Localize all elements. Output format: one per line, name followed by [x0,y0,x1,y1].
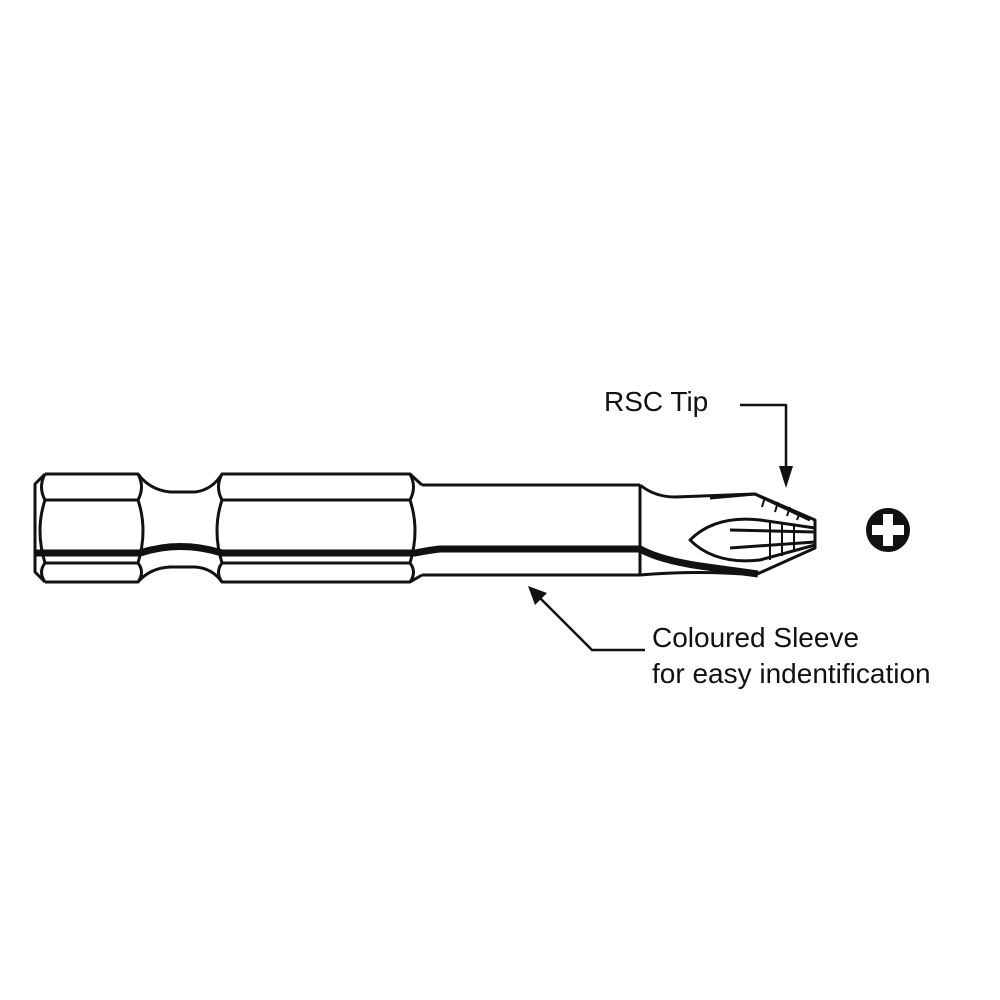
tip-callout-arrow [740,403,793,488]
rsc-tip-label: RSC Tip [604,386,709,417]
sleeve-callout-arrow [528,586,645,652]
phillips-head-icon [866,508,910,552]
rsc-tip [639,483,817,577]
sleeve-label-line1: Coloured Sleeve [652,622,860,653]
hex-shank [33,472,424,584]
colored-sleeve-band [35,543,759,578]
shaft [422,483,642,577]
sleeve-label-line2: for easy indentification [652,658,931,689]
